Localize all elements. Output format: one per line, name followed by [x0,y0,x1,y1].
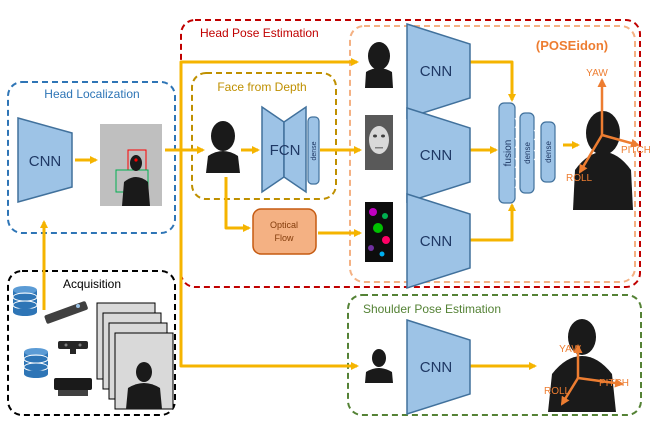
head-pitch-label: PITCH [621,145,650,156]
head-localization-cnn [17,117,73,203]
depth-cnn-block [406,22,471,120]
flow-cnn-label: CNN [420,233,453,250]
kinect-v2-sensor-icon [54,378,92,396]
shoulder-pose-output-silhouette [548,319,616,412]
arrow-bottom-cnn-to-fusion [470,203,516,242]
face-depth-crop-image [205,117,241,173]
face-from-depth-label: Face from Depth [217,80,306,94]
face-cnn-label: CNN [420,147,453,164]
fusion-dense-connections [514,117,521,189]
shoulder-depth-image [365,345,393,383]
optical-flow-label-line1: Optical [270,220,298,230]
face-from-depth-group [191,72,337,200]
head-pose-estimation-label: Head Pose Estimation [200,26,319,40]
dense-dense-connections [533,129,542,161]
head-roll-label: ROLL [566,173,593,184]
dense-layer-2-label: dense [544,141,553,163]
shoulder-pitch-label: PITCH [599,378,629,389]
shoulder-yaw-label: YAW [559,344,581,355]
head-pose-axes [578,78,640,174]
flow-cnn-block [406,192,471,290]
shoulder-pose-axes [560,344,624,406]
database-icon-top [12,286,38,316]
optical-flow-block [252,208,317,255]
fusion-layer [498,102,516,204]
depth-map-image [100,124,162,206]
arrow-face-to-optical-flow [224,177,251,232]
dense-layer-1 [519,112,535,194]
database-icon-bottom [23,348,49,378]
head-localization-cnn-label: CNN [29,153,62,170]
shoulder-cnn-block [406,318,471,416]
head-localization-label: Head Localization [44,87,139,101]
shoulder-cnn-label: CNN [420,359,453,376]
depth-sensor-bar-icon [44,301,88,324]
arrow-to-depth-cnn [179,58,359,150]
acquisition-label: Acquisition [63,277,121,291]
fcn-decoder-block [283,105,307,194]
shoulder-roll-label: ROLL [544,386,571,397]
face-cnn-block [406,106,471,204]
depth-head-image [365,36,393,88]
arrow-to-shoulder-cnn [179,150,359,370]
fcn-dense-layer [307,116,320,185]
head-localization-group [7,81,176,234]
shoulder-pose-label: Shoulder Pose Estimation [363,302,501,316]
optical-flow-image [365,202,393,262]
dense-layer-2 [540,121,556,183]
shoulder-pose-group [347,294,642,416]
depth-cnn-label: CNN [420,63,453,80]
fusion-label: fusion [503,140,514,167]
dense-layer-1-label: dense [523,142,532,164]
poseidon-group [349,25,636,283]
kinect-sensor-icon [58,341,88,354]
head-pose-estimation-group [180,19,641,288]
arrow-top-cnn-to-fusion [470,60,516,102]
gray-face-image [365,115,393,170]
poseidon-label: (POSEidon) [536,38,608,53]
optical-flow-label-line2: Flow [274,233,294,243]
head-yaw-label: YAW [586,68,608,79]
fcn-label: FCN [270,142,301,159]
depth-frames-stack [96,302,174,410]
fcn-dense-label: dense [311,141,318,160]
